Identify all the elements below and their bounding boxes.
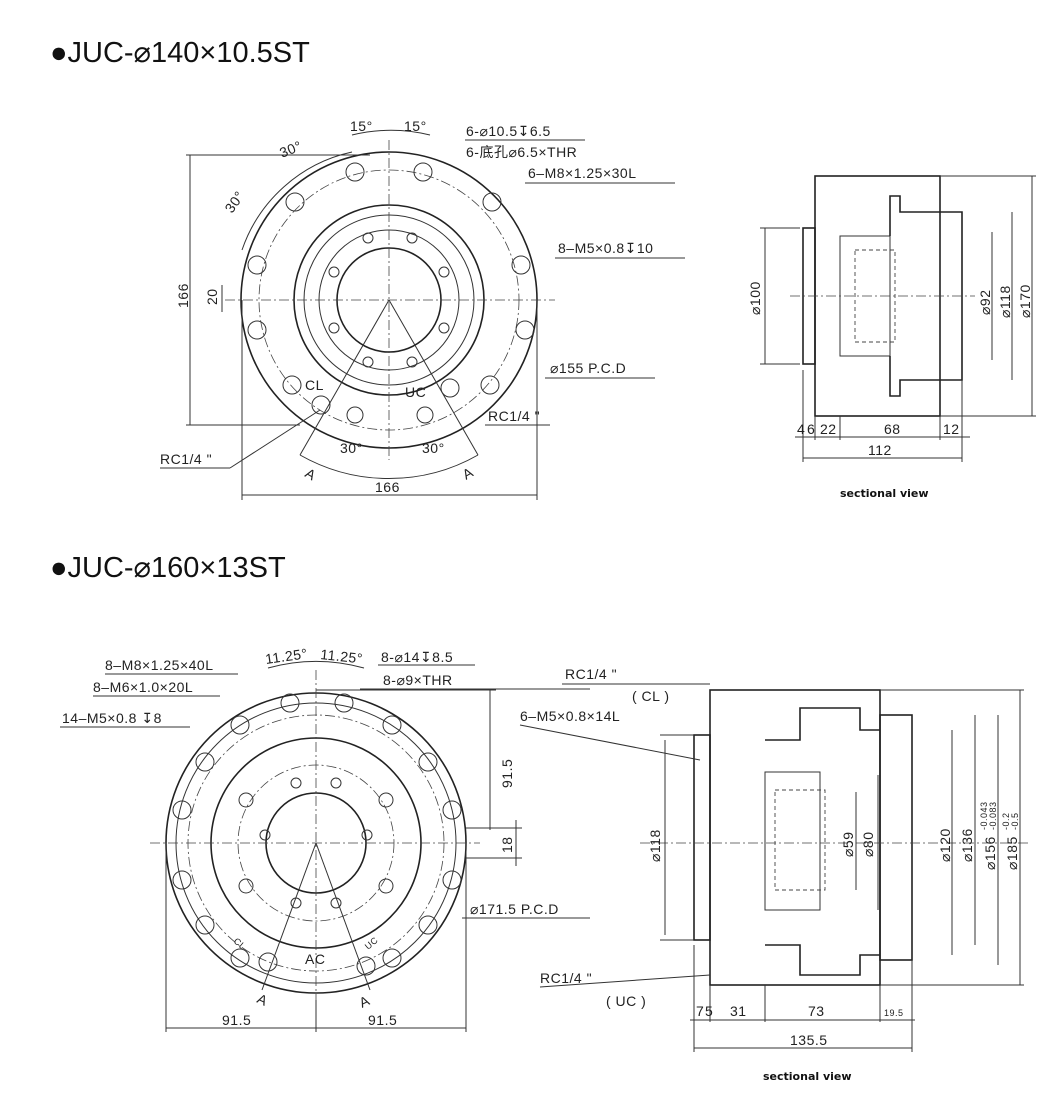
hole-spec-label: 8-⌀14↧8.5 (381, 649, 453, 665)
bolt-holes (172, 693, 462, 976)
section2-title: ●JUC-⌀160×13ST (50, 552, 286, 584)
tolerance-label: -0.2 (1001, 812, 1011, 830)
section1-front-view (160, 129, 685, 500)
section2-sectional-view (519, 683, 1030, 1052)
port-label: AC (305, 951, 325, 967)
dimension-label: 73 (808, 1003, 825, 1019)
dimension-label: 68 (884, 421, 901, 437)
tolerance-label: -0.043 (979, 801, 989, 830)
dimension-label: 91.5 (222, 1012, 251, 1028)
angle-label: 15° (404, 118, 427, 134)
dimension-label: 22 (820, 421, 837, 437)
dimension-label: ⌀156 (982, 836, 998, 870)
angle-label: 30° (277, 137, 304, 160)
dimension-label: 166 (175, 283, 191, 308)
dimension-label: 5 (705, 1003, 713, 1019)
port-label: UC (405, 384, 426, 400)
angle-label: 11.25° (320, 646, 364, 666)
port-label: CL (232, 936, 248, 952)
sectional-view-caption: sectional view (763, 1070, 852, 1083)
hole-spec-label: 6-底孔⌀6.5×THR (466, 144, 577, 160)
thread-spec-label: 6–M5×0.8×14L (520, 708, 620, 724)
dimension-label: ⌀92 (977, 289, 993, 315)
section-marker: A (255, 990, 271, 1009)
dimension-label: 91.5 (368, 1012, 397, 1028)
pcd-label: ⌀171.5 P.C.D (470, 901, 559, 917)
port-label: ( UC ) (606, 993, 646, 1009)
hole-spec-label: 8-⌀9×THR (383, 672, 453, 688)
dimension-label: ⌀136 (959, 828, 975, 862)
thread-spec-label: 8–M8×1.25×40L (105, 657, 213, 673)
port-label: RC1/4 " (488, 408, 540, 424)
dimension-label: 135.5 (790, 1032, 828, 1048)
section1-title: ●JUC-⌀140×10.5ST (50, 37, 310, 69)
dimension-label: 18 (499, 836, 515, 853)
port-label: RC1/4 " (565, 666, 617, 682)
dimension-label: ⌀118 (647, 829, 663, 862)
dimension-label: 91.5 (499, 759, 515, 788)
dimension-label: 19.5 (884, 1008, 904, 1018)
tolerance-label: -0.083 (988, 801, 998, 830)
dimension-label: 7 (696, 1003, 704, 1019)
sectional-view-caption: sectional view (840, 487, 929, 500)
dimension-label: 4 (797, 421, 805, 437)
dimension-label: ⌀59 (840, 831, 856, 857)
section1-sectional-view (760, 175, 1036, 462)
port-label: UC (363, 935, 380, 952)
dimension-label: 12 (943, 421, 960, 437)
thread-spec-label: 8–M6×1.0×20L (93, 679, 193, 695)
pcd-label: ⌀155 P.C.D (550, 360, 626, 376)
dimension-label: 31 (730, 1003, 747, 1019)
dimension-label: 20 (204, 288, 220, 305)
thread-spec-label: 14–M5×0.8 ↧8 (62, 710, 162, 726)
section-marker: A (460, 464, 477, 483)
section-marker: A (357, 992, 373, 1011)
thread-spec-label: 8–M5×0.8↧10 (558, 240, 653, 256)
tolerance-label: -0.5 (1010, 812, 1020, 830)
angle-label: 30° (221, 188, 247, 216)
dimension-label: ⌀118 (997, 285, 1013, 318)
hole-spec-label: 6-⌀10.5↧6.5 (466, 123, 551, 139)
dimension-label: ⌀80 (860, 831, 876, 857)
dimension-label: 6 (807, 421, 815, 437)
section-marker: A (303, 465, 320, 484)
port-label: RC1/4 " (160, 451, 212, 467)
angle-label: 15° (350, 118, 373, 134)
section2-front-view (60, 661, 590, 1032)
thread-spec-label: 6–M8×1.25×30L (528, 165, 636, 181)
dimension-label: ⌀170 (1017, 284, 1033, 318)
dimension-label: 166 (375, 479, 400, 495)
port-label: CL (305, 377, 324, 393)
dimension-label: 112 (868, 442, 892, 458)
dimension-label: ⌀100 (747, 281, 763, 315)
dimension-label: ⌀185 (1004, 836, 1020, 870)
dimension-label: ⌀120 (937, 828, 953, 862)
port-label: ( CL ) (632, 688, 669, 704)
angle-label: 30° (422, 440, 445, 456)
angle-label: 11.25° (264, 645, 308, 667)
port-label: RC1/4 " (540, 970, 592, 986)
bolt-holes (247, 162, 535, 424)
angle-label: 30° (340, 440, 363, 456)
